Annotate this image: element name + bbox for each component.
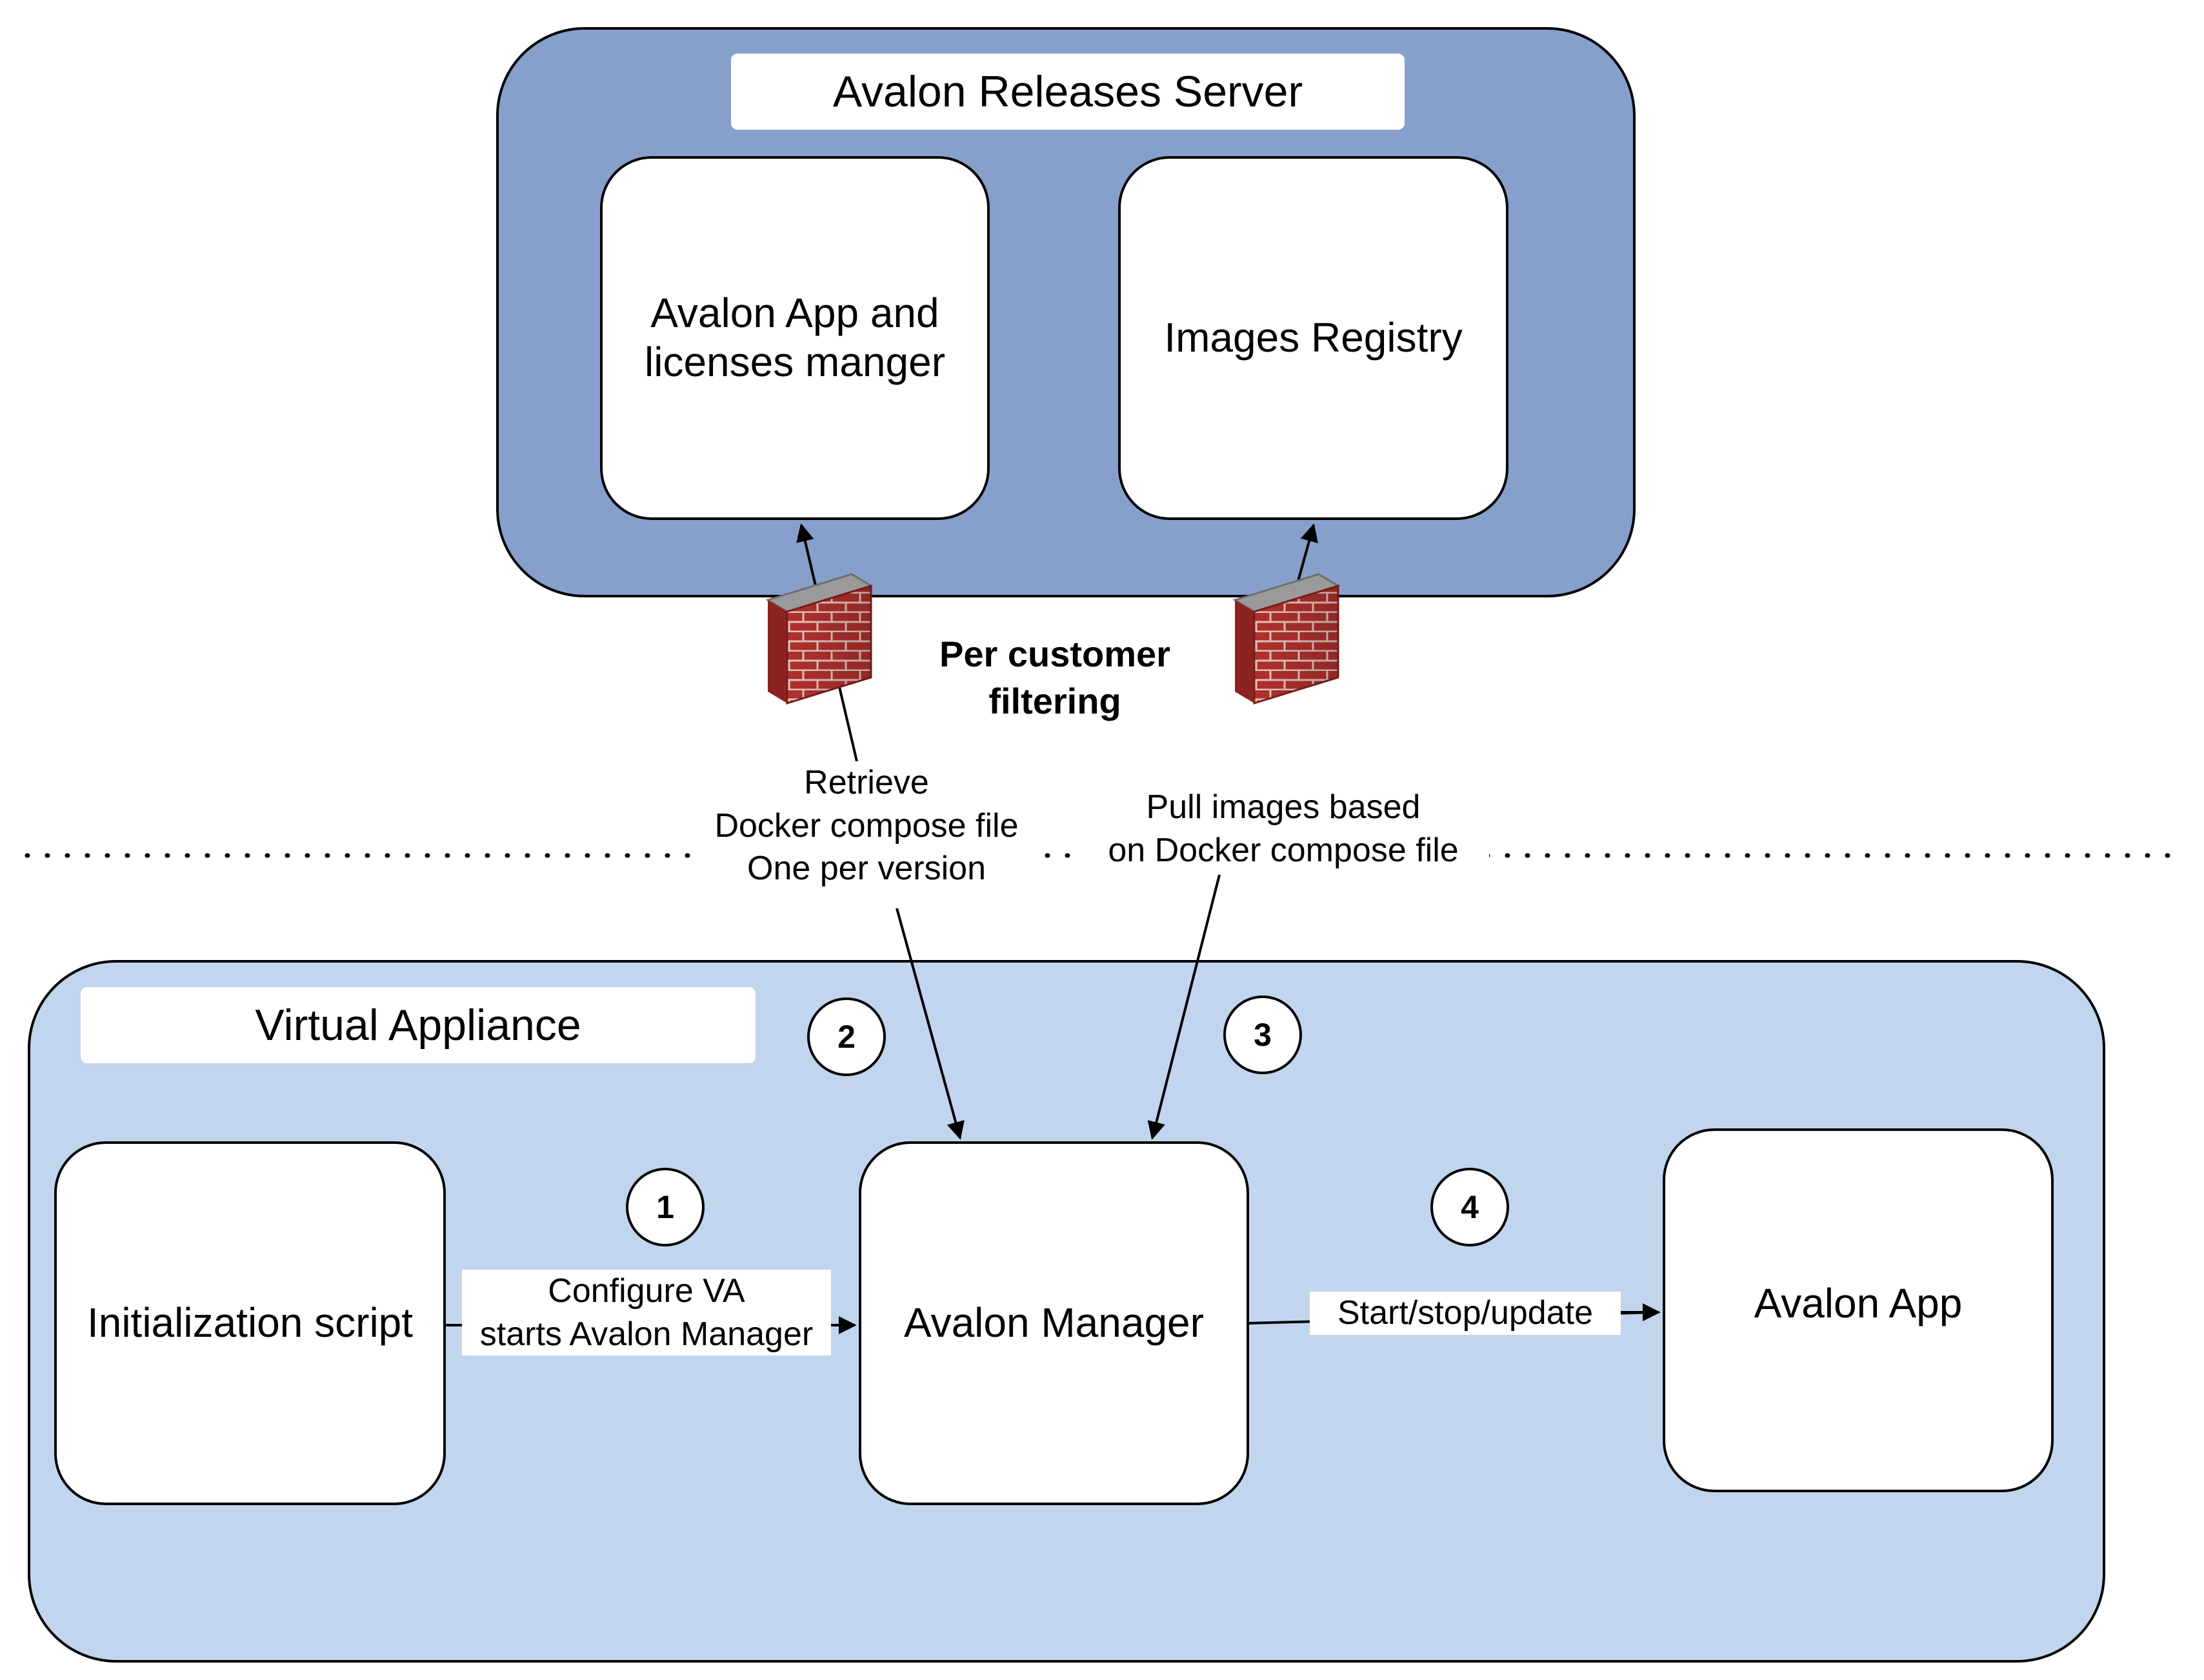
step-1-number: 1 <box>656 1188 674 1225</box>
app-manager-label: Avalon App and licenses manger <box>601 157 988 519</box>
step-2-circle <box>807 997 886 1076</box>
avalon-app-label: Avalon App <box>1754 1280 1963 1327</box>
firewall-icon <box>765 573 874 705</box>
avalon-app-box <box>1663 1128 2054 1492</box>
filter-note-line1: Per customer <box>939 634 1170 674</box>
images-registry-label: Images Registry <box>1164 314 1463 361</box>
configure-edge-label: Configure VA starts Avalon Manager <box>462 1270 831 1356</box>
start-stop-edge-label: Start/stop/update <box>1310 1292 1621 1335</box>
pull-label-line2: on Docker compose file <box>1108 831 1459 869</box>
step-3-circle <box>1223 995 1302 1074</box>
step-4-number: 4 <box>1461 1188 1479 1225</box>
virtual-appliance-title: Virtual Appliance <box>81 987 756 1063</box>
filter-note: Per customer filtering <box>884 631 1226 725</box>
step-1-circle <box>626 1168 705 1246</box>
app-manager-label-line1: Avalon App and <box>650 290 939 337</box>
firewall-icon <box>1232 573 1341 705</box>
app-manager-label-line2: licenses manger <box>645 339 945 385</box>
initialization-script-box <box>54 1141 446 1505</box>
step-2-number: 2 <box>837 1018 856 1055</box>
retrieve-edge-label: Retrieve Docker compose file One per ver… <box>692 761 1041 890</box>
retrieve-label-line1: Retrieve <box>804 764 929 801</box>
configure-label-line1: Configure VA <box>548 1272 745 1310</box>
step-3-number: 3 <box>1254 1016 1272 1053</box>
initialization-script-label: Initialization script <box>86 1299 414 1346</box>
avalon-manager-label: Avalon Manager <box>904 1299 1204 1346</box>
retrieve-label-line3: One per version <box>747 850 986 888</box>
images-registry-box <box>1118 156 1508 520</box>
retrieve-label-line2: Docker compose file <box>714 806 1019 845</box>
filter-note-line2: filtering <box>988 680 1121 721</box>
retrieve-arrow-to-manager <box>896 908 965 1140</box>
configure-label-line2: starts Avalon Manager <box>479 1315 814 1353</box>
app-manager-box <box>600 156 990 520</box>
pull-label-line1: Pull images based <box>1146 788 1421 826</box>
pull-arrow-to-manager <box>1147 874 1221 1140</box>
pull-edge-label: Pull images based on Docker compose file <box>1077 786 1489 872</box>
step-4-circle <box>1430 1168 1509 1246</box>
releases-server-title: Avalon Releases Server <box>731 54 1405 130</box>
